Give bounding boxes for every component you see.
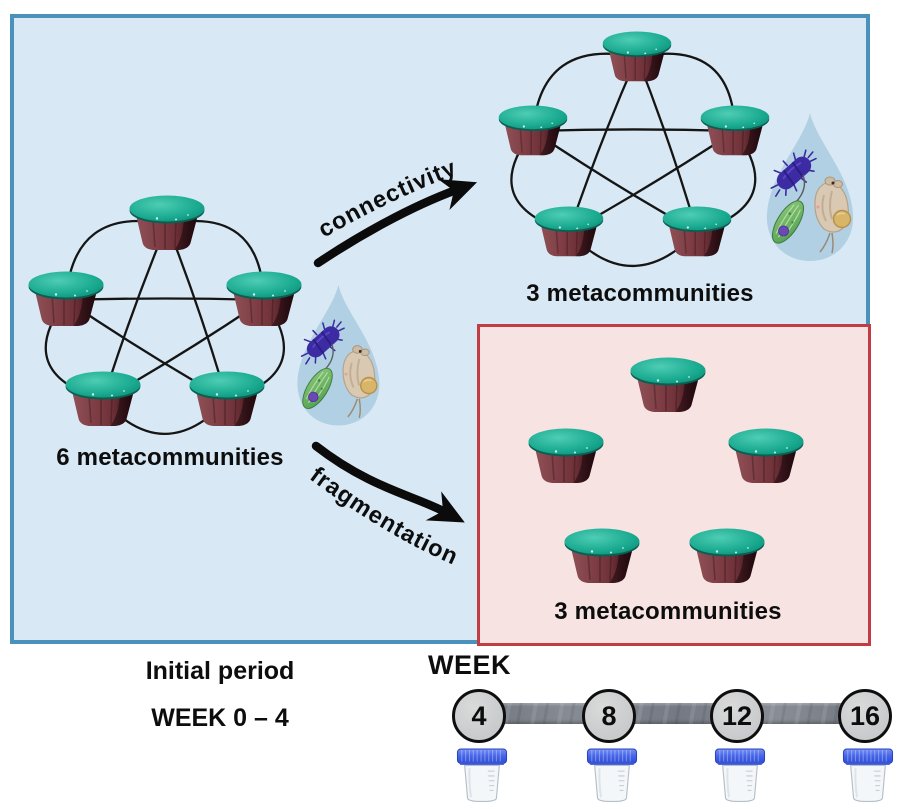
bucket	[728, 428, 804, 491]
protist-icon	[771, 174, 806, 244]
bacterium-icon	[300, 319, 345, 365]
timeline-week-label: WEEK	[428, 650, 511, 680]
bucket	[700, 104, 770, 163]
week-marker-8: 8	[582, 689, 636, 743]
bucket	[534, 205, 604, 264]
inoculum-droplets	[297, 113, 854, 426]
bucket	[564, 528, 640, 591]
sample-jar	[714, 747, 766, 808]
svg-text:fragmentation: fragmentation	[306, 461, 463, 569]
bucket	[65, 371, 141, 434]
connectivity-arrow: connectivity	[314, 154, 478, 268]
initial-period-title: Initial period	[145, 657, 295, 685]
bucket	[689, 528, 765, 591]
bacterium-icon	[770, 149, 817, 197]
fragmentation-arrow-label: fragmentation	[306, 461, 462, 569]
week-marker-12: 12	[710, 689, 764, 743]
timeline-bar	[470, 703, 868, 724]
sample-jar	[842, 747, 894, 808]
bucket	[226, 271, 302, 334]
bucket	[630, 357, 706, 420]
bucket	[129, 195, 205, 258]
week-marker-16: 16	[838, 689, 892, 743]
inoculum-droplet	[766, 113, 854, 261]
initial-network-label: 6 metacommunities	[56, 444, 284, 471]
week-marker-4: 4	[452, 689, 506, 743]
bucket	[528, 428, 604, 491]
bucket	[602, 30, 672, 89]
fragmentation-arrow: fragmentation	[306, 441, 465, 570]
bucket	[662, 205, 732, 264]
bucket	[28, 271, 104, 334]
rotifer-icon	[814, 176, 852, 254]
fragmentation-network-label: 3 metacommunities	[554, 598, 782, 625]
sample-jar	[586, 747, 638, 808]
rotifer-icon	[342, 345, 378, 419]
inoculum-droplet	[297, 284, 380, 426]
sample-jar	[456, 747, 508, 808]
connectivity-network-label: 3 metacommunities	[526, 280, 754, 307]
bucket	[189, 371, 265, 434]
protist-icon	[302, 343, 334, 409]
initial-period-weeks: WEEK 0 – 4	[151, 704, 289, 732]
bucket	[498, 104, 568, 163]
